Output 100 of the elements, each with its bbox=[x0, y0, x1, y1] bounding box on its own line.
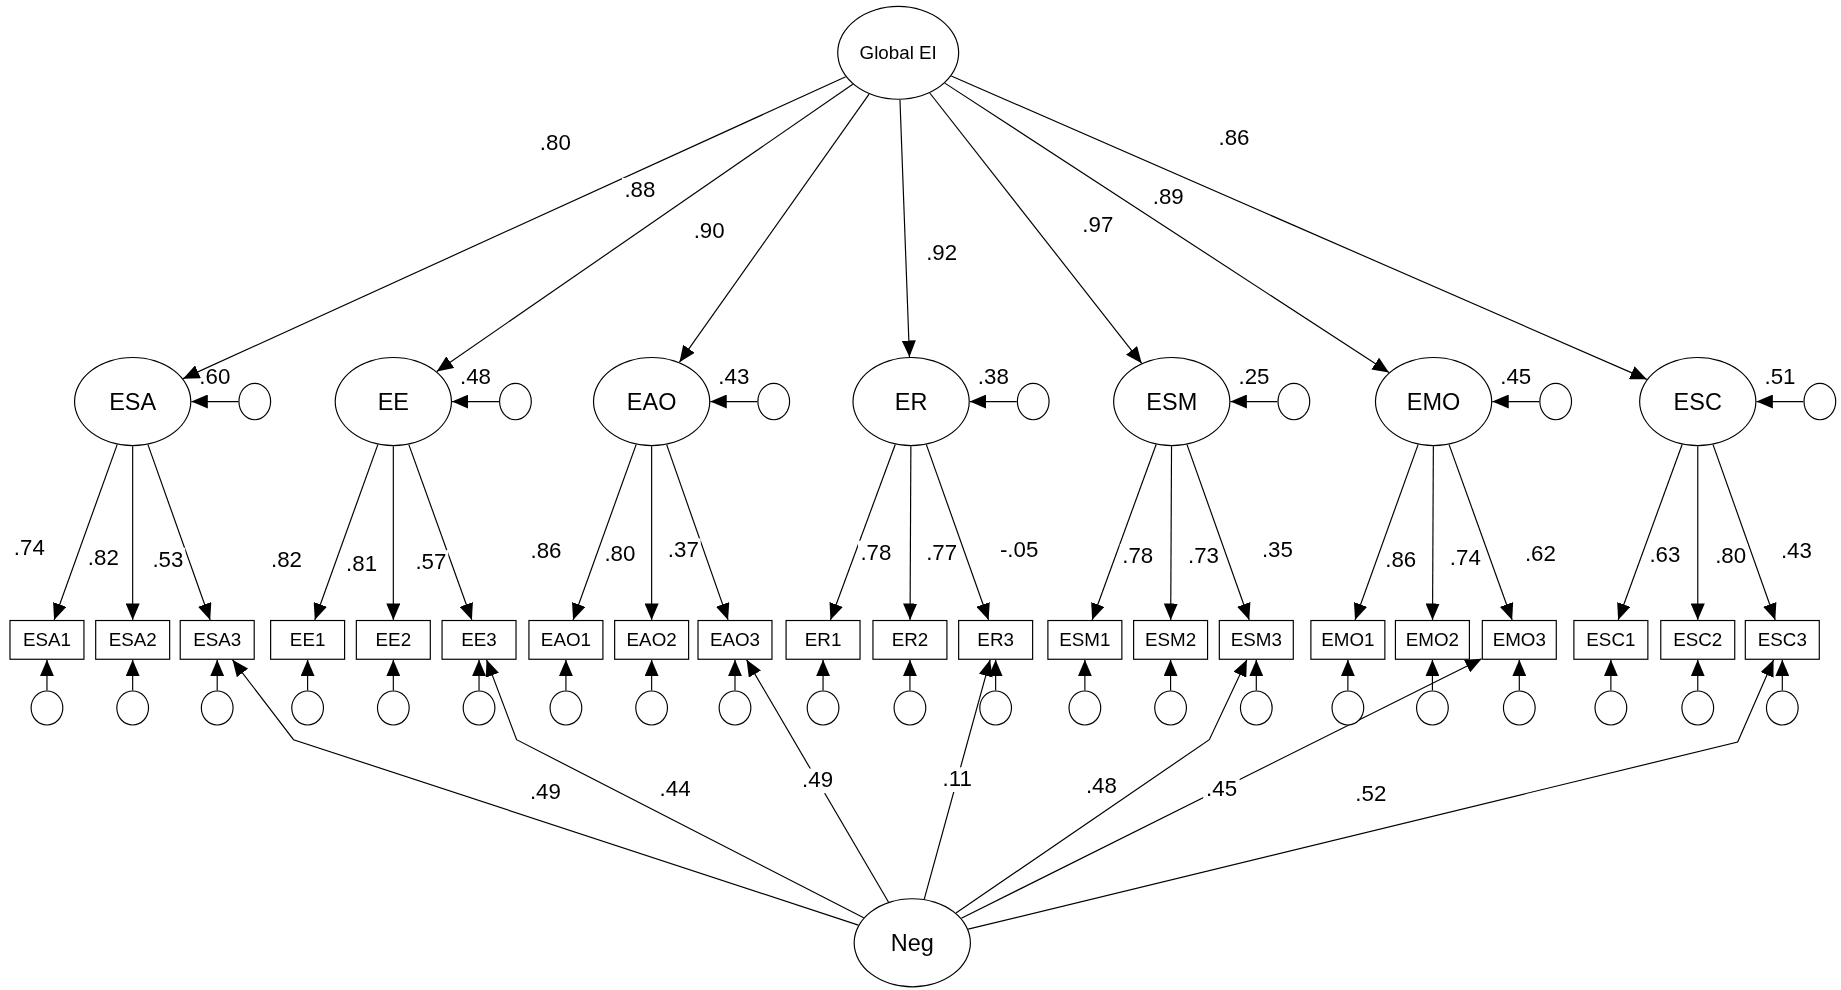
observed-variable-box bbox=[9, 619, 85, 660]
arrow bbox=[902, 659, 917, 691]
arrow bbox=[1186, 444, 1251, 621]
error-circle bbox=[1154, 690, 1188, 726]
arrow bbox=[988, 659, 1003, 691]
squared-multiple-correlation: .48 bbox=[460, 363, 492, 390]
arrow bbox=[923, 659, 993, 900]
squared-multiple-correlation: .38 bbox=[977, 363, 1009, 390]
disturbance-circle bbox=[499, 382, 532, 421]
arrow bbox=[408, 444, 473, 621]
error-circle bbox=[1681, 690, 1715, 726]
arrow bbox=[572, 444, 637, 621]
variable-label: ESC1 bbox=[1586, 629, 1636, 651]
arrow bbox=[1690, 445, 1705, 621]
arrow bbox=[678, 93, 870, 363]
observed-variable-box bbox=[355, 619, 431, 660]
error-circle bbox=[376, 690, 410, 726]
variable-label: ESA1 bbox=[22, 629, 71, 651]
variable-label: ESA bbox=[109, 388, 157, 416]
observed-variable-box bbox=[872, 619, 948, 660]
arrow bbox=[1425, 659, 1440, 691]
error-circle bbox=[1502, 690, 1536, 726]
variable-label: EAO bbox=[626, 388, 677, 416]
variable-label: EMO3 bbox=[1492, 629, 1546, 651]
disturbance-circle bbox=[1016, 382, 1050, 421]
variable-label: EMO2 bbox=[1405, 629, 1460, 651]
variable-label: EAO3 bbox=[709, 629, 761, 651]
arrow bbox=[1712, 444, 1777, 621]
observed-variable-box bbox=[1744, 619, 1820, 660]
arrow bbox=[950, 75, 1648, 380]
arrow bbox=[1690, 659, 1705, 691]
squared-multiple-correlation: .51 bbox=[1764, 363, 1796, 390]
arrow bbox=[1077, 659, 1092, 691]
arrow bbox=[210, 659, 225, 691]
error-circle bbox=[549, 690, 583, 726]
variable-label: ESA2 bbox=[108, 629, 157, 651]
error-circle bbox=[116, 690, 150, 726]
arrow bbox=[472, 659, 487, 691]
error-circle bbox=[979, 690, 1013, 726]
observed-variable-box bbox=[179, 619, 255, 660]
arrow bbox=[1755, 394, 1804, 409]
variable-label: ESC2 bbox=[1673, 629, 1723, 651]
arrow bbox=[1353, 444, 1419, 621]
variable-label: EE1 bbox=[289, 629, 326, 651]
arrow bbox=[1491, 394, 1540, 409]
error-circle bbox=[635, 690, 669, 726]
arrow bbox=[1603, 659, 1618, 691]
arrow bbox=[300, 659, 315, 691]
arrow bbox=[1163, 659, 1178, 691]
arrow bbox=[231, 659, 859, 926]
error-circle bbox=[291, 690, 325, 726]
error-circle bbox=[1239, 690, 1273, 726]
variable-label: ER2 bbox=[891, 629, 929, 651]
disturbance-circle bbox=[1803, 382, 1837, 421]
variable-label: EE3 bbox=[461, 629, 497, 651]
arrow bbox=[386, 445, 401, 621]
squared-multiple-correlation: .25 bbox=[1238, 363, 1270, 390]
arrow bbox=[816, 659, 831, 691]
variable-label: ESC3 bbox=[1757, 629, 1807, 651]
arrow bbox=[967, 659, 1775, 930]
observed-variable-box bbox=[785, 619, 861, 660]
error-circle bbox=[30, 690, 64, 726]
arrow bbox=[727, 659, 743, 691]
observed-variable-box bbox=[441, 619, 517, 660]
variable-label: ESM1 bbox=[1059, 629, 1111, 651]
arrow bbox=[53, 444, 118, 621]
arrow bbox=[190, 394, 239, 409]
arrow bbox=[39, 659, 54, 691]
arrow bbox=[1448, 444, 1514, 621]
variable-label: EE bbox=[377, 388, 409, 416]
arrow bbox=[558, 659, 573, 691]
arrow bbox=[1163, 445, 1178, 621]
arrow bbox=[125, 659, 140, 691]
variable-label: ESM2 bbox=[1145, 629, 1197, 651]
observed-variable-box bbox=[270, 619, 346, 660]
arrow bbox=[1425, 445, 1440, 621]
variable-label: Neg bbox=[890, 929, 934, 957]
error-circle bbox=[1765, 690, 1799, 726]
arrow bbox=[929, 92, 1143, 364]
variable-label: EMO bbox=[1406, 388, 1461, 416]
variable-label: ESM bbox=[1146, 388, 1198, 416]
disturbance-circle bbox=[238, 382, 272, 421]
arrow bbox=[903, 445, 918, 621]
observed-variable-box bbox=[528, 619, 604, 660]
error-circle bbox=[1068, 690, 1102, 726]
error-circle bbox=[462, 690, 496, 726]
error-circle bbox=[1594, 690, 1628, 726]
arrow bbox=[386, 659, 401, 691]
variable-label: EMO1 bbox=[1321, 629, 1375, 651]
observed-variable-box bbox=[1481, 619, 1557, 660]
observed-variable-box bbox=[697, 619, 773, 660]
arrow bbox=[1775, 659, 1790, 691]
disturbance-circle bbox=[757, 382, 791, 421]
error-circle bbox=[893, 690, 927, 726]
observed-variable-box bbox=[958, 619, 1034, 660]
variable-label: ER1 bbox=[804, 629, 842, 651]
arrow bbox=[1229, 394, 1278, 409]
arrow bbox=[147, 444, 212, 621]
squared-multiple-correlation: .43 bbox=[718, 363, 750, 390]
arrow bbox=[1340, 659, 1355, 691]
